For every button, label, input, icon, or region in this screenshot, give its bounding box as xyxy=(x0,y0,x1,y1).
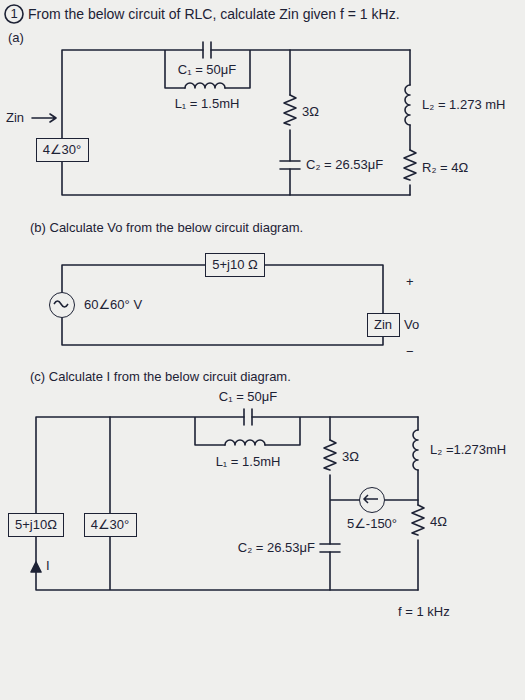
inductor-symbol xyxy=(413,430,418,470)
node-text: 60∠60° V xyxy=(84,297,142,313)
inductor-symbol xyxy=(185,83,225,88)
resistor-symbol xyxy=(412,505,424,535)
component-label: (a) xyxy=(8,30,24,46)
wire xyxy=(289,50,291,195)
source-glyph xyxy=(358,486,384,512)
inductor-symbol xyxy=(225,440,265,445)
number-circle xyxy=(5,5,23,23)
component-label: 4Ω xyxy=(430,514,447,530)
wire xyxy=(36,417,418,590)
resistor-symbol xyxy=(404,150,416,180)
component-label: 1 xyxy=(10,6,17,22)
node-text: 4∠30° xyxy=(43,142,82,158)
node-text: 5+j10 Ω xyxy=(212,257,258,273)
title: From the below circuit of RLC, calculate… xyxy=(28,6,400,23)
current-arrow xyxy=(31,562,41,572)
component-label: 3Ω xyxy=(342,449,359,465)
source-glyph xyxy=(48,291,74,317)
node-text: 4∠30° xyxy=(91,517,130,533)
wire xyxy=(330,417,418,590)
wire xyxy=(110,417,418,445)
component-label: − xyxy=(406,344,414,360)
source-glyph xyxy=(54,301,68,307)
capacitor-symbol xyxy=(320,544,340,552)
node-text: 5∠-150° xyxy=(347,516,397,532)
capacitor-symbol xyxy=(203,42,211,58)
component-label: L₂ = 1.273 mH xyxy=(422,97,505,113)
capacitor-symbol xyxy=(244,409,252,425)
wire xyxy=(62,265,205,292)
component-label: R₂ = 4Ω xyxy=(422,160,468,176)
source-symbol: 5∠-150° xyxy=(359,487,385,513)
wire xyxy=(417,417,419,590)
wire xyxy=(62,50,410,195)
resistor-symbol xyxy=(324,440,336,470)
capacitor-symbol xyxy=(320,544,340,552)
wire xyxy=(62,318,383,345)
component-label: C₁ = 50μF xyxy=(178,62,236,78)
component-label: L₂ =1.273mH xyxy=(430,442,506,458)
node-text: Zin xyxy=(374,317,392,333)
wire xyxy=(265,265,383,313)
resistor-symbol xyxy=(284,95,296,125)
component-label: I xyxy=(46,558,50,574)
component-label: Vo xyxy=(404,317,419,333)
input-arrow xyxy=(32,114,56,122)
current-arrow xyxy=(31,562,41,572)
component-label: (c) Calculate I from the below circuit d… xyxy=(30,369,291,385)
resistor-symbol xyxy=(284,95,296,125)
inductor-symbol xyxy=(405,85,410,125)
capacitor-symbol xyxy=(280,161,300,169)
component-label: L₁ = 1.5mH xyxy=(216,454,281,470)
inductor-symbol xyxy=(405,85,410,125)
node-text: 5+j10Ω xyxy=(15,517,57,533)
component-label: + xyxy=(406,274,414,290)
inductor-symbol xyxy=(225,440,265,445)
component-label: C₂ = 26.53μF xyxy=(238,540,315,556)
source-symbol: 60∠60° V xyxy=(49,292,75,318)
inductor-symbol xyxy=(185,83,225,88)
component-label: C₁ = 50μF xyxy=(219,389,277,405)
inductor-symbol xyxy=(413,430,418,470)
component-label: (b) Calculate Vo from the below circuit … xyxy=(30,220,303,236)
capacitor-symbol xyxy=(203,42,211,58)
component-label: 3Ω xyxy=(302,104,319,120)
source-glyph xyxy=(364,495,378,503)
impedance-box: 5+j10 Ω xyxy=(205,253,265,277)
capacitor-symbol xyxy=(280,161,300,169)
wire xyxy=(409,50,411,195)
input-arrow xyxy=(32,114,56,122)
resistor-symbol xyxy=(404,150,416,180)
impedance-box: Zin xyxy=(367,313,400,337)
impedance-box: 4∠30° xyxy=(84,513,137,537)
component-label: L₁ = 1.5mH xyxy=(175,96,240,112)
component-label: f = 1 kHz xyxy=(398,604,450,620)
resistor-symbol xyxy=(412,505,424,535)
wire xyxy=(36,417,110,513)
number-circle xyxy=(5,5,23,23)
impedance-box: 5+j10Ω xyxy=(8,513,64,537)
impedance-box: 4∠30° xyxy=(36,138,89,162)
component-label: C₂ = 26.53μF xyxy=(306,157,383,173)
resistor-symbol xyxy=(324,440,336,470)
component-label: Zin xyxy=(6,110,24,126)
capacitor-symbol xyxy=(244,409,252,425)
wire xyxy=(62,50,410,195)
